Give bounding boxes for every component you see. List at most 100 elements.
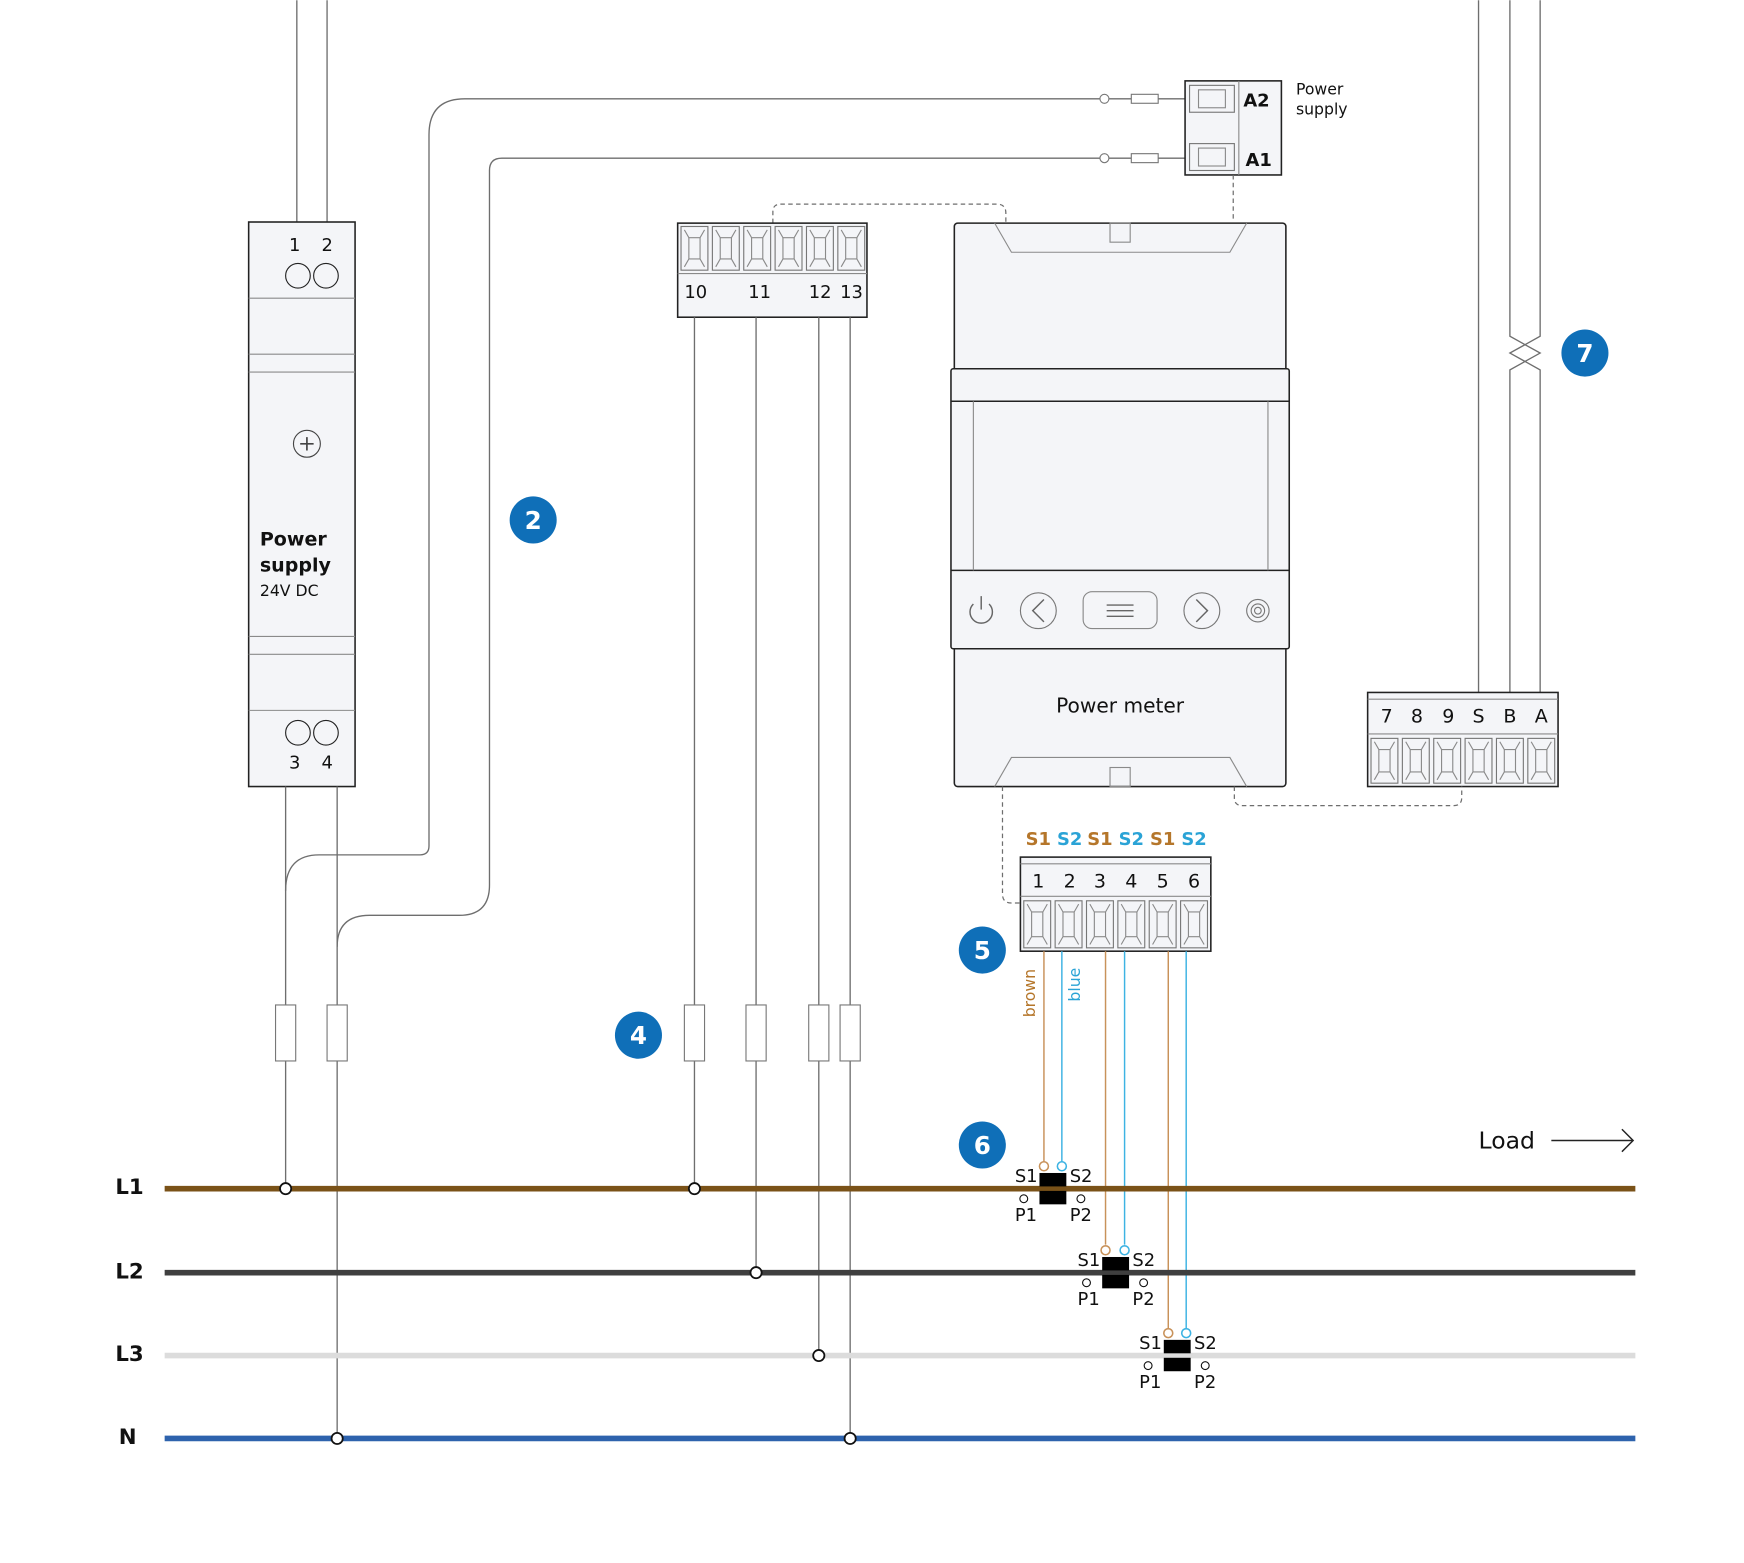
comm-label-9: 9 [1442,706,1454,728]
ct-label-p2: P2 [1132,1289,1154,1310]
psu-terminal-label-1: 1 [289,235,300,256]
bus-label-n: N [119,1425,137,1450]
voltage-label-11: 11 [748,282,771,303]
terminal-screw [1054,900,1083,949]
meter-to-ct-dash [1001,786,1021,904]
voltage-terminal-block [676,222,868,319]
terminal-screw [837,225,866,271]
badge-6: 6 [958,1121,1006,1169]
ct-s1-node [1038,1160,1050,1172]
ct-label-p2: P2 [1070,1205,1092,1226]
load-label: Load [1479,1126,1535,1154]
voltage-block-dash [772,203,1007,224]
ct-p1-node [1082,1278,1091,1288]
ct-label-p1: P1 [1078,1289,1100,1310]
comm-label-b: B [1503,706,1516,728]
voltage-label-10: 10 [684,282,707,303]
terminal-screw [774,225,803,271]
svg-text:2: 2 [525,506,542,535]
svg-text:7: 7 [1576,339,1593,368]
junction-l1 [687,1182,701,1196]
ct-label-s2: S2 [1132,1250,1155,1271]
terminal-screw [1527,737,1556,784]
relay-label-line2: supply [1296,99,1348,118]
wire-label-brown: brown [1020,969,1039,1017]
power-icon[interactable] [969,596,994,624]
screw-icon [292,429,321,458]
terminal-screw [1117,900,1146,949]
terminal-a2-label: A2 [1243,91,1269,112]
terminal-screw [680,225,709,271]
terminal-screw [1085,900,1114,949]
svg-text:4: 4 [630,1021,647,1050]
badge-2: 2 [509,496,557,544]
comm-label-a: A [1535,706,1548,728]
chevron-left-icon[interactable] [1019,592,1057,630]
ct-s2-node [1056,1160,1068,1172]
ct-label-s1: S1 [1015,1166,1038,1187]
ct-label-p1: P1 [1139,1372,1161,1393]
menu-icon[interactable] [1082,591,1158,630]
ct-terminal-block [1019,856,1212,952]
ct-label-1: 1 [1032,870,1044,892]
terminal-screw [1023,900,1052,949]
comm-wire-a [1508,0,1541,693]
junction-l2 [749,1266,763,1280]
ct-signal-s1-1: S1 [1026,829,1051,850]
ct-p2-node [1076,1194,1086,1204]
ct-label-s1: S1 [1078,1250,1101,1271]
badge-5: 5 [958,926,1006,974]
comm-terminal-block [1366,691,1559,788]
ct-p1-node [1143,1361,1153,1371]
power-meter [950,222,1291,788]
junction-psu-n [330,1431,344,1445]
junction-l3 [812,1349,826,1363]
terminal-a1-label: A1 [1246,150,1272,171]
relay-label-line1: Power [1296,79,1344,98]
terminal-screw [1180,900,1209,949]
terminal-screw [805,225,834,271]
ct-signal-s2-1: S2 [1057,829,1082,850]
psu-terminal-label-3: 3 [289,753,300,774]
psu-title-line2: supply [260,554,332,576]
junction-n [843,1431,857,1445]
relay-a1-node [1099,153,1110,164]
badge-4: 4 [614,1011,662,1059]
bus-label-l2: L2 [115,1259,143,1284]
wire-a1 [336,157,1186,947]
ct-p2-node [1200,1361,1210,1371]
fuse-l3 [808,1004,830,1062]
terminal-screw [1401,737,1430,784]
terminal-screw [1370,737,1399,784]
terminal-screw [1433,737,1462,784]
ct-label-s2: S2 [1070,1166,1093,1187]
psu-title-line1: Power [260,529,328,551]
terminal-screw [1148,900,1177,949]
fuse-psu-n [326,1004,348,1062]
comm-wire-b [1509,0,1542,693]
psu-top-terminal-1 [285,262,311,289]
junction-psu-l1 [279,1182,293,1196]
meter-to-comm-dash [1233,786,1463,807]
chevron-right-icon[interactable] [1183,592,1221,630]
psu-bottom-terminal-4 [313,719,339,746]
wire-a2 [284,98,1186,891]
psu-top-terminal-2 [313,262,339,289]
ct-label-6: 6 [1188,870,1200,892]
psu-bottom-terminal-3 [285,719,311,746]
fuse-n [839,1004,861,1062]
fuse-psu-l1 [274,1004,297,1062]
ct-signal-s2-3: S2 [1181,829,1206,850]
comm-label-s: S [1472,706,1484,728]
terminal-screw [711,225,740,271]
relay-a2-fuse [1130,93,1159,104]
target-icon[interactable] [1246,598,1270,623]
fuse-l1 [683,1004,706,1062]
arrow-right-icon [1551,1128,1635,1153]
ct-label-s2: S2 [1194,1333,1217,1354]
terminal-screw [1464,737,1493,784]
ct-p1-node [1019,1194,1029,1204]
power-meter-label: Power meter [1056,694,1185,718]
bus-label-l1: L1 [115,1175,143,1200]
